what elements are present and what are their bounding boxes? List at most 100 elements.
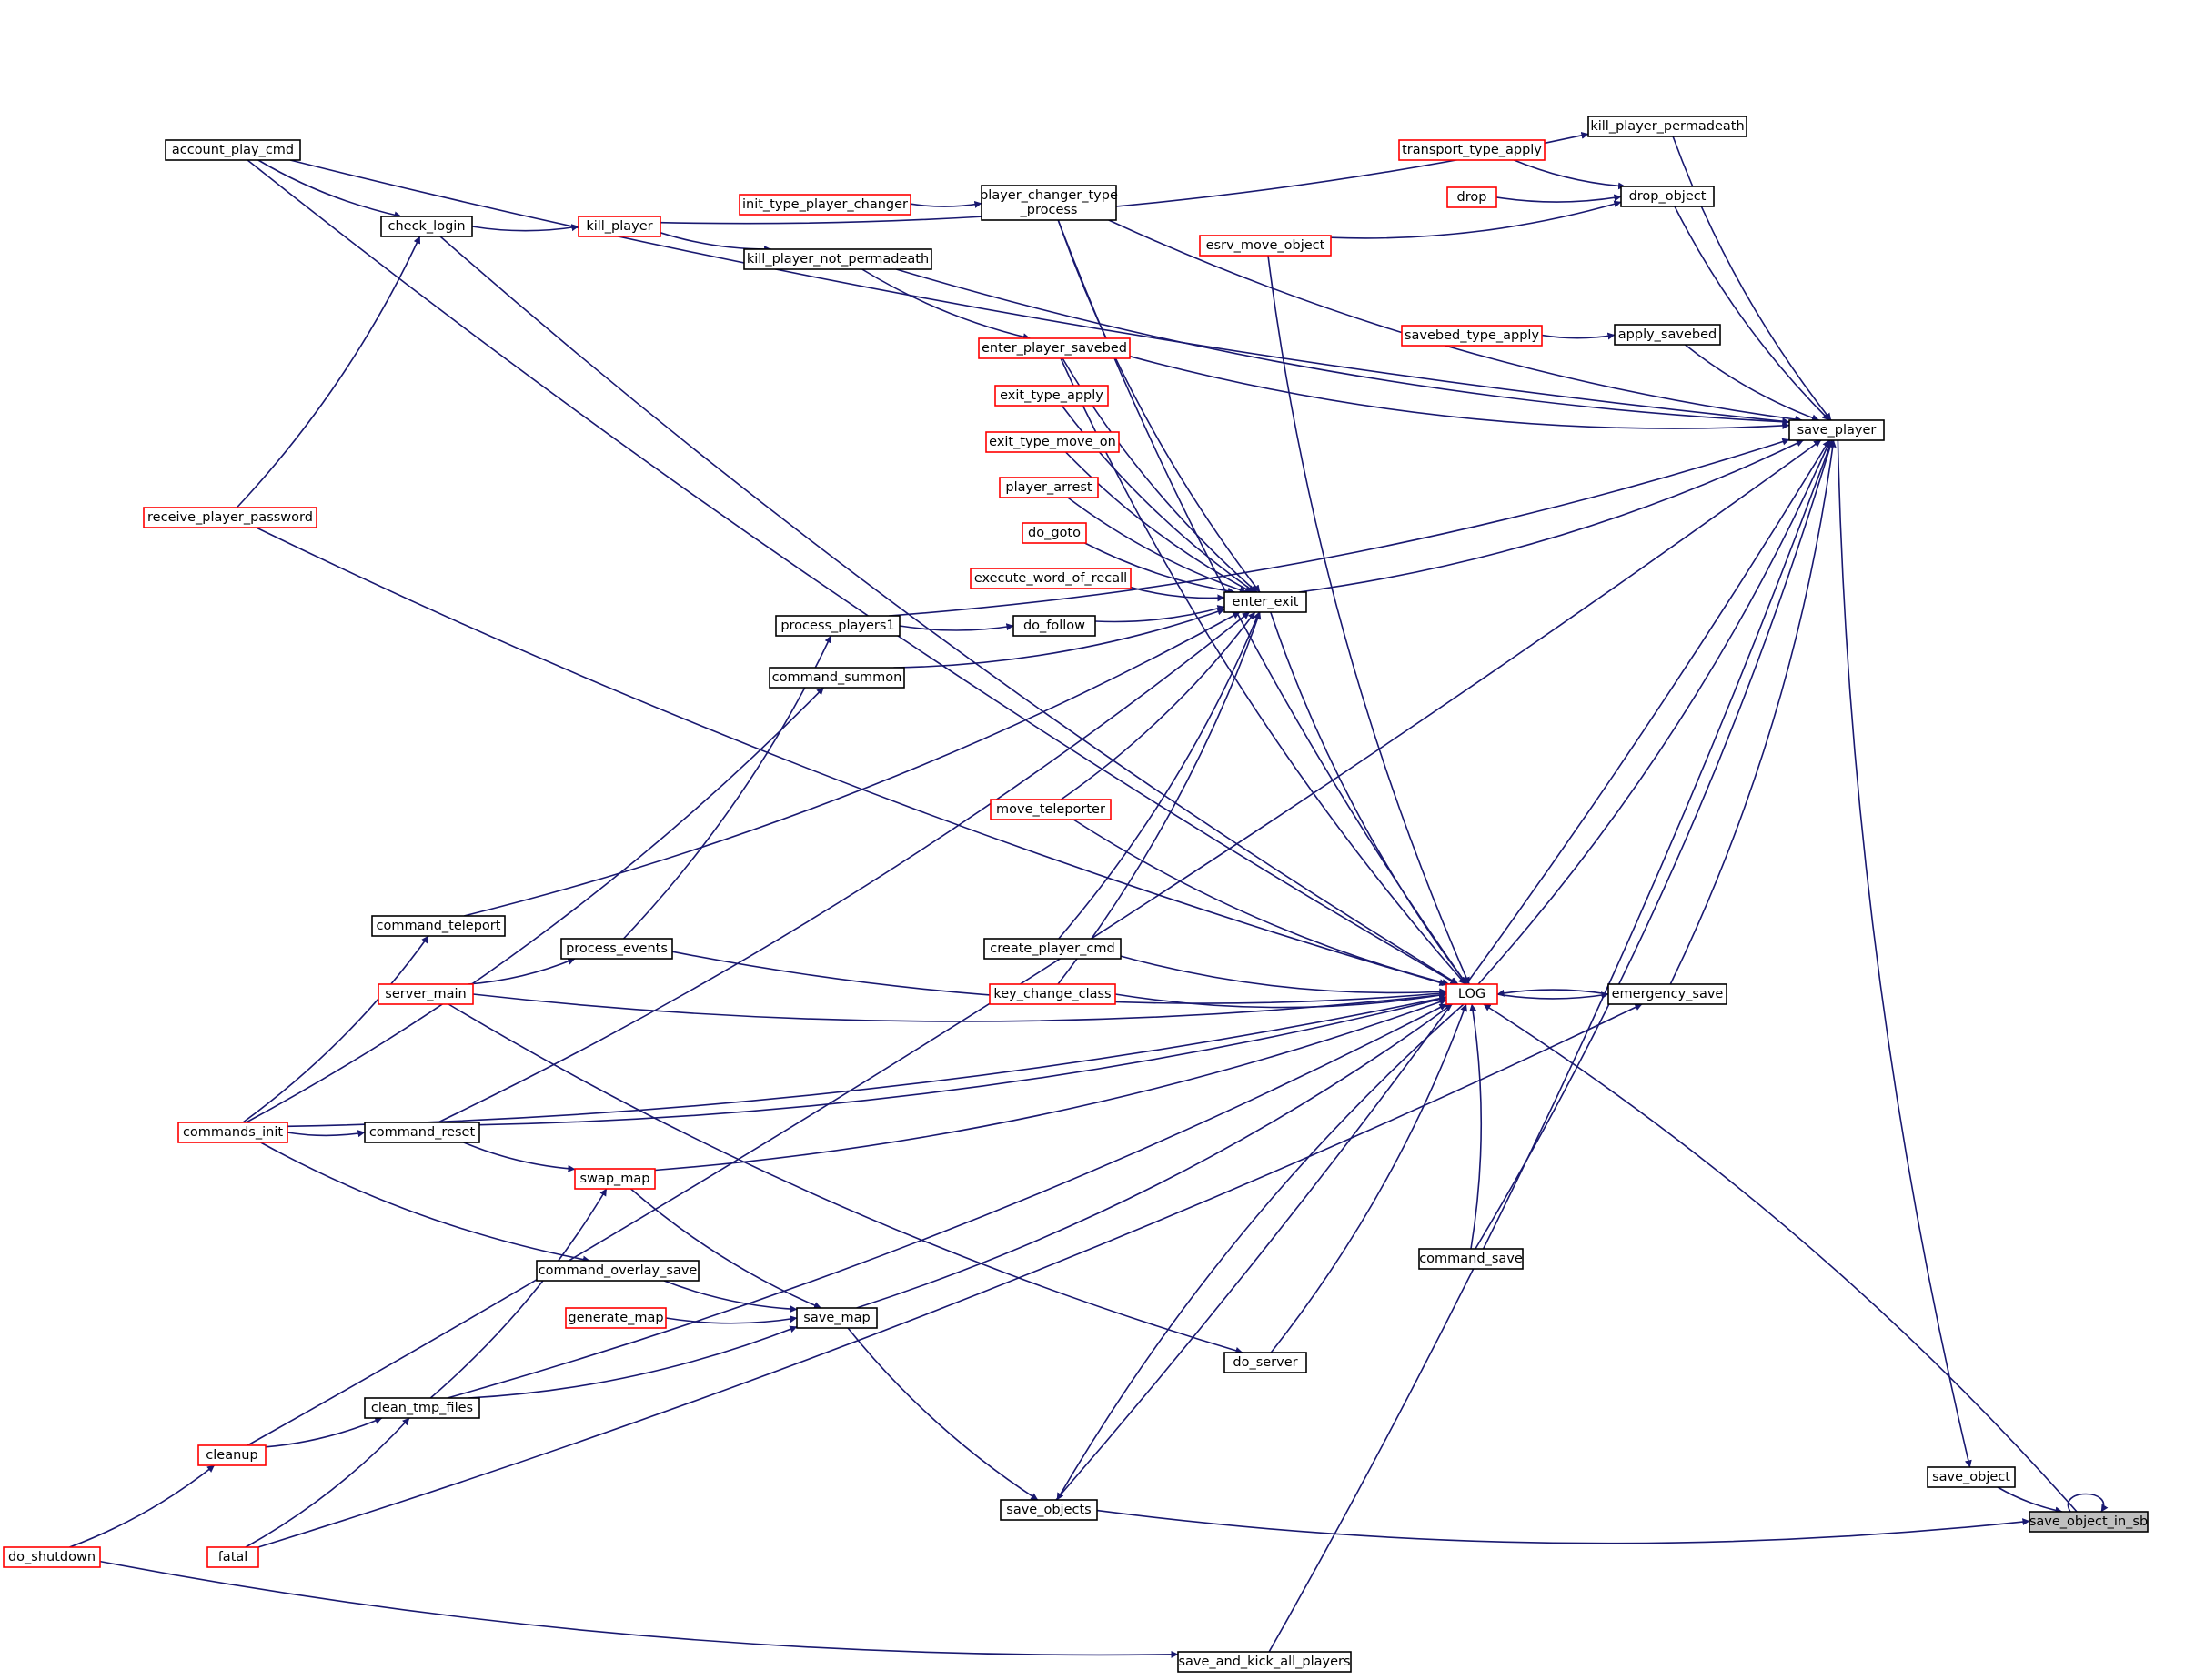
edge-commands_init-to-command_reset	[287, 1130, 366, 1138]
node-do_follow[interactable]: do_follow	[1012, 615, 1096, 637]
edge-clean_tmp_files-to-LOG	[447, 1003, 1447, 1399]
node-drop_object[interactable]: drop_object	[1620, 186, 1715, 207]
node-do_server[interactable]: do_server	[1223, 1352, 1307, 1373]
node-save_map[interactable]: save_map	[796, 1307, 878, 1329]
node-exit_type_move_on[interactable]: exit_type_move_on	[985, 431, 1120, 453]
node-label: save_map	[803, 1311, 870, 1325]
node-label: command_teleport	[377, 919, 501, 933]
edge-check_login-to-LOG	[439, 236, 1459, 985]
edge-account_play_cmd-to-save_player	[289, 159, 1790, 426]
node-move_teleporter[interactable]: move_teleporter	[990, 799, 1112, 820]
node-box	[371, 915, 506, 937]
node-label: clean_tmp_files	[371, 1401, 473, 1415]
node-account_play_cmd[interactable]: account_play_cmd	[165, 139, 301, 161]
edge-do_server-to-LOG	[1270, 1003, 1467, 1353]
node-player_arrest[interactable]: player_arrest	[999, 477, 1099, 498]
node-execute_word_of_recall[interactable]: execute_word_of_recall	[970, 568, 1132, 589]
node-label: execute_word_of_recall	[974, 571, 1127, 586]
node-label: cleanup	[206, 1448, 257, 1463]
node-enter_player_savebed[interactable]: enter_player_savebed	[978, 337, 1131, 359]
edge-create_player_cmd-to-LOG	[1120, 955, 1447, 996]
node-command_teleport[interactable]: command_teleport	[371, 915, 506, 937]
edge-command_save-to-save_player	[1475, 439, 1834, 1250]
node-LOG[interactable]: LOG	[1445, 983, 1498, 1005]
node-transport_type_apply[interactable]: transport_type_apply	[1398, 139, 1546, 161]
node-clean_tmp_files[interactable]: clean_tmp_files	[364, 1397, 480, 1419]
node-cleanup[interactable]: cleanup	[197, 1444, 267, 1466]
node-drop[interactable]: drop	[1446, 186, 1497, 208]
edge-emergency_save-to-LOG	[1496, 989, 1609, 997]
edge-receive_player_password-to-LOG	[256, 527, 1447, 987]
node-player_changer_type_process[interactable]: player_changer_type_process	[980, 185, 1118, 221]
edge-move_teleporter-to-LOG	[1072, 819, 1450, 986]
node-swap_map[interactable]: swap_map	[574, 1168, 656, 1190]
node-savebed_type_apply[interactable]: savebed_type_apply	[1401, 325, 1543, 347]
edge-save_object_in_sb-to-LOG	[1483, 1003, 2078, 1513]
node-do_goto[interactable]: do_goto	[1022, 522, 1087, 544]
node-esrv_move_object[interactable]: esrv_move_object	[1199, 235, 1332, 257]
node-box	[989, 983, 1116, 1005]
node-generate_map[interactable]: generate_map	[565, 1307, 667, 1329]
node-label: esrv_move_object	[1206, 238, 1325, 253]
node-box	[978, 337, 1131, 359]
node-kill_player_not_permadeath[interactable]: kill_player_not_permadeath	[743, 248, 932, 270]
node-save_and_kick_all_players[interactable]: save_and_kick_all_players	[1177, 1651, 1352, 1673]
node-box	[177, 1122, 288, 1143]
edge-save_map-to-LOG	[856, 1003, 1453, 1309]
node-emergency_save[interactable]: emergency_save	[1607, 983, 1727, 1005]
node-box	[197, 1444, 267, 1466]
edge-command_overlay_save-to-save_map	[663, 1280, 798, 1313]
node-box	[775, 615, 901, 637]
node-exit_type_apply[interactable]: exit_type_apply	[994, 385, 1109, 407]
node-kill_player_permadeath[interactable]: kill_player_permadeath	[1587, 116, 1747, 137]
node-apply_savebed[interactable]: apply_savebed	[1614, 324, 1721, 346]
node-box	[1012, 615, 1096, 637]
node-command_save[interactable]: command_save	[1418, 1248, 1524, 1270]
node-process_events[interactable]: process_events	[560, 938, 673, 960]
node-label: drop_object	[1629, 189, 1707, 204]
node-do_shutdown[interactable]: do_shutdown	[3, 1546, 101, 1568]
edge-player_arrest-to-enter_exit	[1067, 497, 1247, 594]
node-save_object_in_sb[interactable]: save_object_in_sb	[2029, 1511, 2149, 1533]
edge-LOG-to-emergency_save	[1496, 991, 1609, 1000]
edge-enter_player_savebed-to-LOG	[1060, 357, 1466, 985]
node-fatal[interactable]: fatal	[206, 1546, 259, 1568]
node-commands_init[interactable]: commands_init	[177, 1122, 288, 1143]
edge-commands_init-to-command_summon	[246, 687, 824, 1123]
node-key_change_class[interactable]: key_change_class	[989, 983, 1116, 1005]
node-box	[1607, 983, 1727, 1005]
node-save_objects[interactable]: save_objects	[1000, 1499, 1098, 1521]
node-label: server_main	[385, 987, 466, 1001]
node-enter_exit[interactable]: enter_exit	[1223, 591, 1307, 613]
node-create_player_cmd[interactable]: create_player_cmd	[983, 938, 1122, 960]
node-save_object[interactable]: save_object	[1927, 1466, 2016, 1488]
edge-save_map-to-save_objects	[847, 1327, 1039, 1501]
edge-transport_type_apply-to-drop_object	[1514, 159, 1626, 190]
node-command_summon[interactable]: command_summon	[769, 667, 905, 689]
node-box	[981, 185, 1117, 221]
node-box	[796, 1307, 878, 1329]
node-label: enter_player_savebed	[982, 341, 1127, 356]
node-init_type_player_changer[interactable]: init_type_player_changer	[739, 194, 911, 216]
node-save_player[interactable]: save_player	[1788, 419, 1885, 441]
node-label: save_objects	[1006, 1503, 1091, 1517]
node-label: fatal	[218, 1550, 248, 1564]
node-label: kill_player	[586, 219, 652, 234]
edge-check_login-to-kill_player	[471, 224, 579, 232]
node-check_login[interactable]: check_login	[380, 216, 473, 237]
node-server_main[interactable]: server_main	[378, 983, 474, 1005]
edge-fatal-to-clean_tmp_files	[245, 1417, 410, 1548]
node-box	[574, 1168, 656, 1190]
node-process_players1[interactable]: process_players1	[775, 615, 901, 637]
node-command_reset[interactable]: command_reset	[364, 1122, 480, 1143]
node-box	[985, 431, 1120, 453]
node-command_overlay_save[interactable]: command_overlay_save	[536, 1260, 700, 1282]
edge-key_change_class-to-LOG	[1114, 991, 1447, 1009]
node-receive_player_password[interactable]: receive_player_password	[143, 507, 317, 528]
node-kill_player[interactable]: kill_player	[578, 216, 661, 237]
node-box	[565, 1307, 667, 1329]
graph-edges	[69, 131, 2109, 1658]
node-box	[1587, 116, 1747, 137]
node-box	[1022, 522, 1087, 544]
node-box	[743, 248, 932, 270]
